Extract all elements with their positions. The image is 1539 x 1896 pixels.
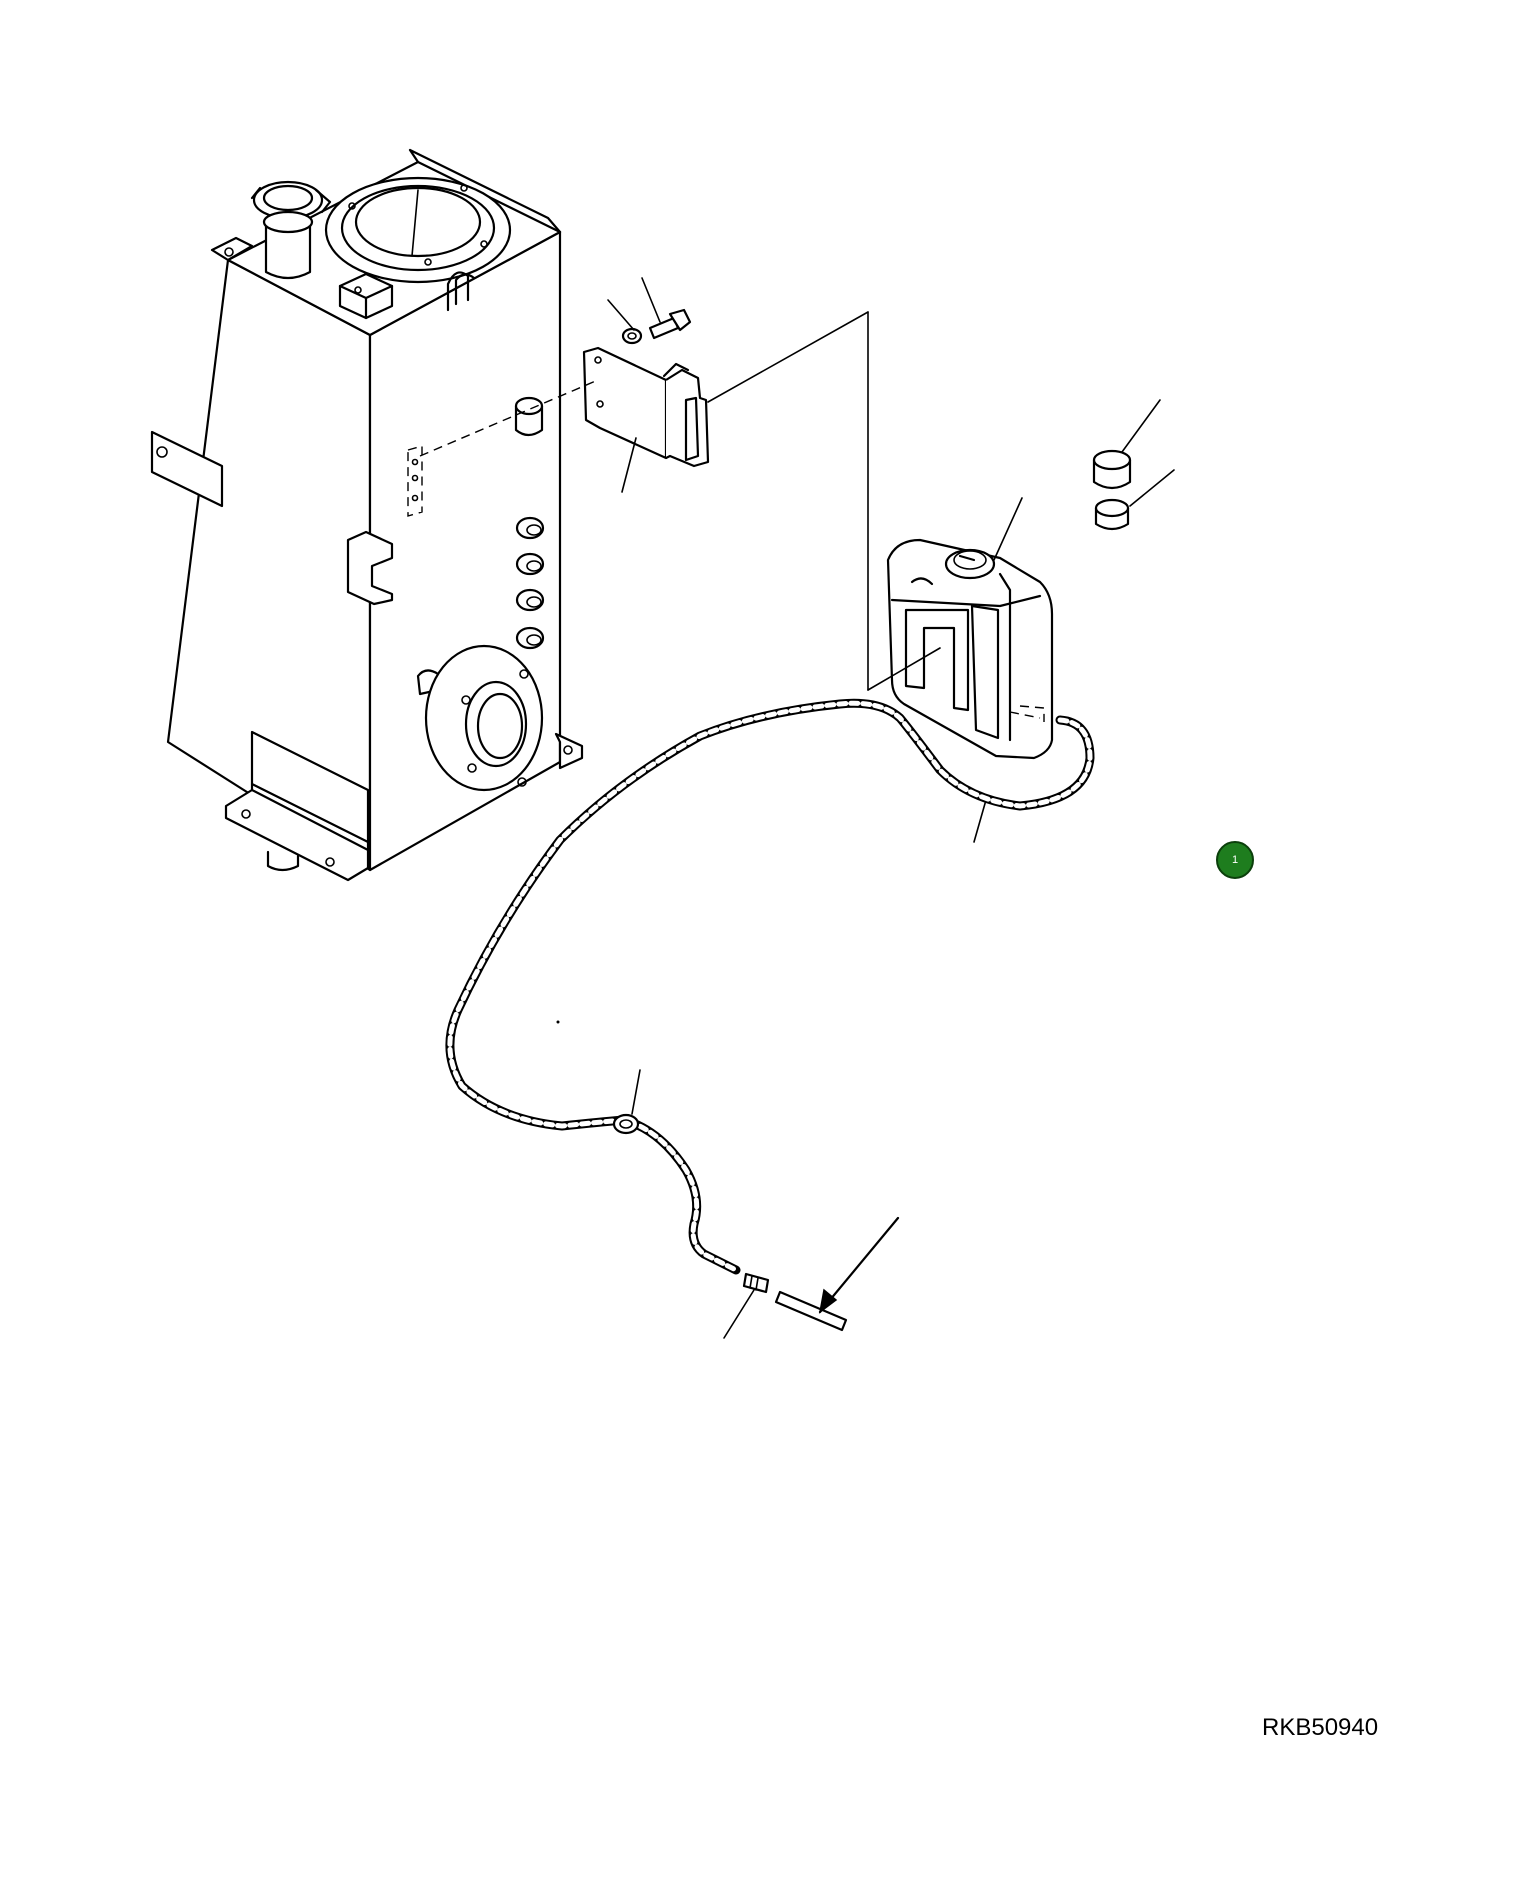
reservoir-tank — [886, 538, 1054, 760]
callout-hotspot-1[interactable]: 1 — [1216, 841, 1254, 879]
tube-pipe — [774, 1216, 900, 1332]
leader-lines — [419, 277, 1175, 1339]
hydraulic-tank — [150, 148, 584, 882]
hose-clip — [612, 1113, 640, 1135]
mounting-bracket — [582, 346, 710, 468]
drawing-reference-code: RKB50940 — [1262, 1714, 1379, 1741]
cap-seal — [1094, 498, 1130, 531]
tank-ports — [515, 516, 545, 650]
bolt — [648, 308, 692, 340]
reservoir-cap — [1092, 449, 1132, 490]
hose — [445, 698, 1095, 1275]
hose-connector — [742, 1272, 770, 1294]
washer — [621, 327, 643, 345]
